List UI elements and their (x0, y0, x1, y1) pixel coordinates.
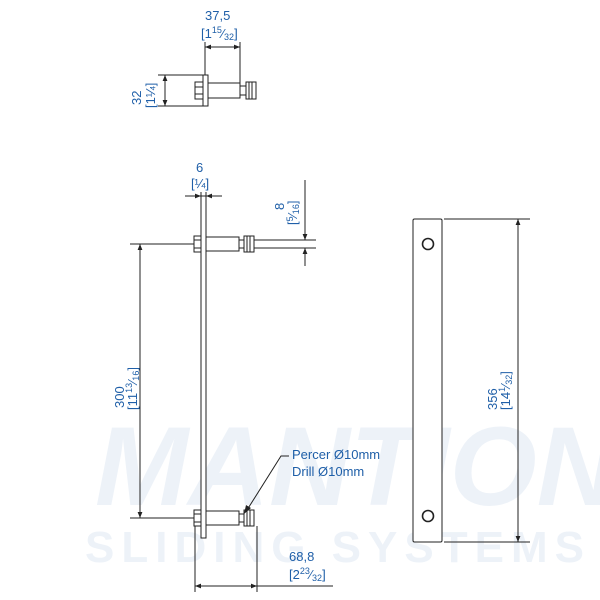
svg-text:[5⁄16]: [5⁄16] (285, 201, 301, 225)
top-flange (202, 74, 209, 107)
dim-thickness-inch: [¼] (191, 176, 209, 191)
lower-hole (421, 509, 435, 523)
watermark: MANTION SLIDING SYSTEMS (85, 404, 600, 572)
dim-depth-mm: 68,8 (289, 549, 314, 564)
dim-spacing-mm: 300 (112, 386, 127, 408)
lower-barrel (205, 510, 240, 526)
top-nut (194, 81, 204, 100)
front-view: 356 [141⁄32] (412, 218, 530, 543)
svg-text:[141⁄32]: [141⁄32] (497, 371, 514, 410)
dim-length-inch: [141⁄32] (497, 371, 514, 410)
watermark-tagline: SLIDING SYSTEMS (85, 523, 591, 572)
lower-knurl (243, 509, 255, 527)
svg-text:32: 32 (129, 91, 144, 105)
upper-knurl (243, 235, 255, 253)
dim-thickness-mm: 6 (196, 160, 203, 175)
side-plate (200, 195, 207, 539)
note-leader (246, 455, 289, 511)
dim-rod-mm: 8 (272, 203, 287, 210)
top-barrel (207, 82, 241, 99)
top-view: 37,5 [115⁄32] 32 [1¼] (129, 8, 257, 108)
dim-spacing-inch: [1113⁄16] (124, 367, 141, 410)
dim-width-inch: [115⁄32] (201, 25, 238, 42)
drill-note-en: Drill Ø10mm (292, 464, 364, 479)
drill-note-fr: Percer Ø10mm (292, 447, 380, 462)
dim-length-mm: 356 (485, 388, 500, 410)
dim-height-label: 32 (129, 91, 144, 105)
svg-text:[1113⁄16]: [1113⁄16] (124, 367, 141, 410)
lower-nut (193, 509, 202, 527)
top-knurl (245, 81, 257, 100)
svg-text:[1¼]: [1¼] (143, 83, 158, 108)
upper-nut (193, 235, 202, 253)
dim-width-mm: 37,5 (205, 8, 230, 23)
dim-rod-inch: [5⁄16] (285, 201, 301, 225)
upper-hole (421, 237, 435, 251)
upper-barrel (205, 236, 240, 252)
front-bar (412, 218, 443, 543)
